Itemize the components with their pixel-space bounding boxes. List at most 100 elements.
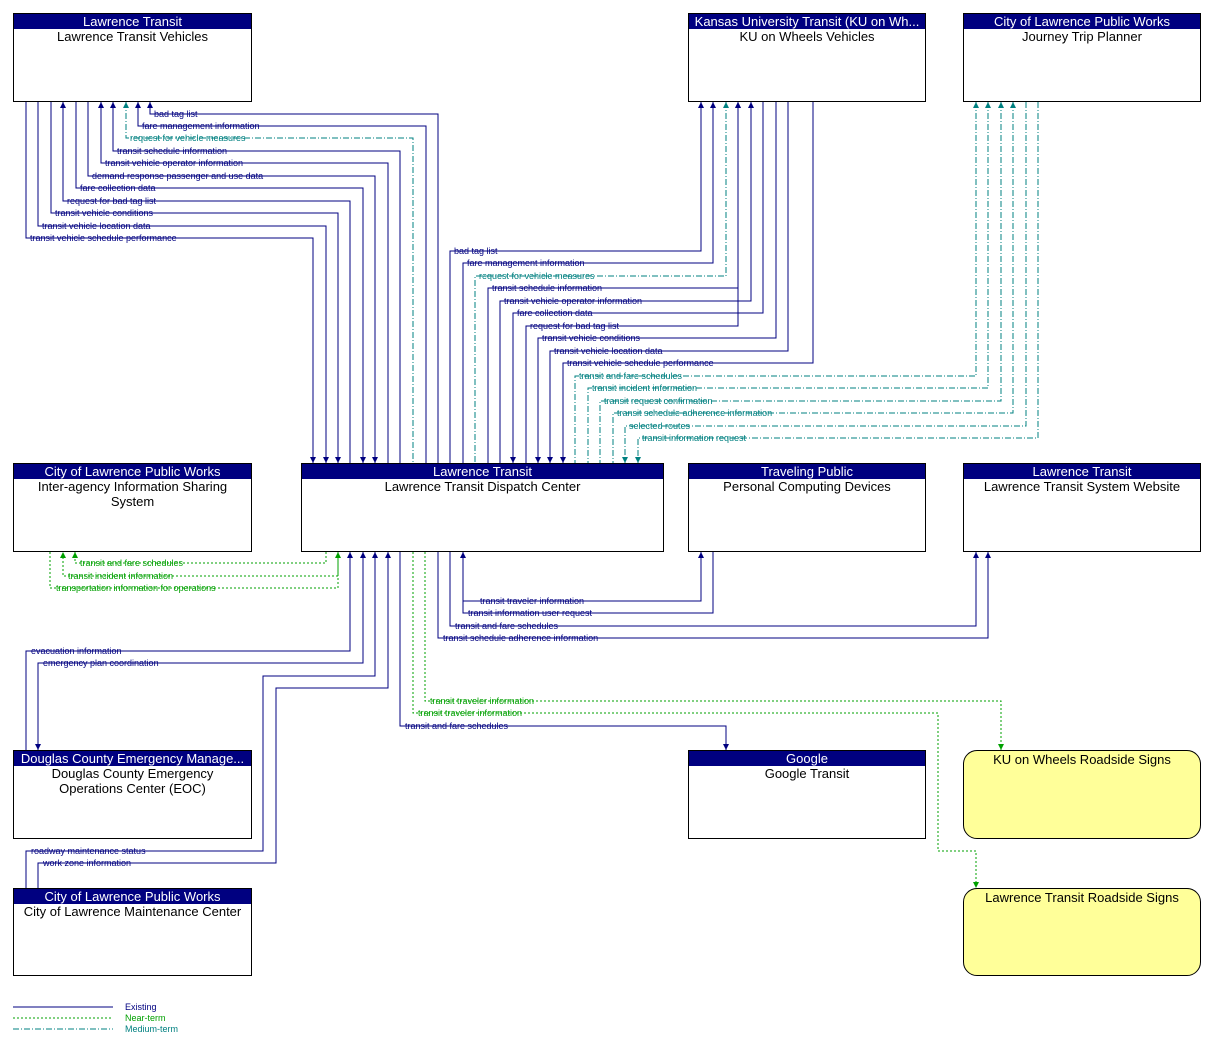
- flow-label: transit and fare schedules: [80, 558, 184, 568]
- flow-label: request for vehicle measures: [479, 271, 595, 281]
- flow-line[interactable]: [474, 102, 727, 463]
- flow-label: transit vehicle operator information: [105, 158, 243, 168]
- element-journey-trip-planner[interactable]: City of Lawrence Public Works Journey Tr…: [963, 13, 1201, 102]
- flow-arrowhead: [547, 457, 553, 463]
- flow-label: demand response passenger and use data: [92, 171, 263, 181]
- flow-arrowhead: [123, 102, 129, 108]
- flow-line[interactable]: [62, 102, 351, 463]
- element-name: KU on Wheels Vehicles: [739, 29, 875, 44]
- element-ku-on-wheels-vehicles[interactable]: Kansas University Transit (KU on Wh... K…: [688, 13, 926, 102]
- flow-label: transit schedule information: [492, 283, 602, 293]
- flow-line[interactable]: [512, 102, 764, 463]
- flow-line[interactable]: [462, 102, 714, 463]
- flow-arrowhead: [973, 882, 979, 888]
- flow-line[interactable]: [449, 102, 702, 463]
- flow-arrowhead: [360, 552, 366, 558]
- flow-arrowhead: [698, 102, 704, 108]
- flow-line[interactable]: [37, 552, 389, 888]
- element-personal-computing-devices[interactable]: Traveling Public Personal Computing Devi…: [688, 463, 926, 552]
- flow-label: transit and fare schedules: [405, 721, 509, 731]
- flow-line[interactable]: [75, 102, 364, 463]
- element-ku-on-wheels-roadside-signs[interactable]: KU on Wheels Roadside Signs: [963, 750, 1201, 839]
- flow-arrowhead: [723, 744, 729, 750]
- element-name: Lawrence Transit Dispatch Center: [384, 479, 581, 494]
- flow-line[interactable]: [587, 102, 989, 463]
- flow-line[interactable]: [549, 102, 789, 463]
- flow-label: transit and fare schedules: [579, 371, 683, 381]
- flow-line[interactable]: [50, 102, 339, 463]
- flow-label: evacuation information: [31, 646, 122, 656]
- flow-arrowhead: [735, 102, 741, 108]
- flow-line[interactable]: [37, 102, 327, 463]
- flow-line[interactable]: [437, 552, 989, 639]
- element-lawrence-transit-vehicles[interactable]: Lawrence Transit Lawrence Transit Vehicl…: [13, 13, 252, 102]
- flow-line[interactable]: [149, 102, 439, 463]
- flow-arrowhead: [748, 102, 754, 108]
- flow-label: fare collection data: [80, 183, 156, 193]
- element-lawrence-transit-dispatch-center[interactable]: Lawrence Transit Lawrence Transit Dispat…: [301, 463, 664, 552]
- flow-arrowhead: [535, 457, 541, 463]
- flow-label: emergency plan coordination: [43, 658, 159, 668]
- element-name: KU on Wheels Roadside Signs: [993, 752, 1171, 767]
- flow-line[interactable]: [25, 552, 351, 750]
- flow-line[interactable]: [624, 102, 1027, 463]
- flow-arrowhead: [323, 457, 329, 463]
- element-douglas-county-eoc[interactable]: Douglas County Emergency Manage... Dougl…: [13, 750, 252, 839]
- flow-label: transit vehicle conditions: [55, 208, 154, 218]
- flow-line[interactable]: [499, 102, 752, 463]
- flow-line[interactable]: [424, 552, 1002, 750]
- element-name: City of Lawrence Maintenance Center: [23, 904, 242, 919]
- flow-line[interactable]: [125, 102, 414, 463]
- element-name: Inter-agency Information Sharing System: [37, 479, 228, 509]
- flow-line[interactable]: [25, 102, 314, 463]
- flow-label: transit vehicle location data: [554, 346, 663, 356]
- flow-line[interactable]: [399, 552, 727, 750]
- element-name: Journey Trip Planner: [1022, 29, 1142, 44]
- flow-line[interactable]: [412, 552, 977, 888]
- flow-label: transit schedule adherence information: [617, 408, 772, 418]
- flow-arrowhead: [723, 102, 729, 108]
- element-header: Traveling Public: [689, 464, 925, 479]
- flow-label: selected routes: [629, 421, 691, 431]
- flow-line[interactable]: [462, 552, 702, 602]
- flow-arrowhead: [635, 457, 641, 463]
- flow-line[interactable]: [100, 102, 389, 463]
- flow-line[interactable]: [25, 552, 376, 888]
- element-name: Lawrence Transit Roadside Signs: [985, 890, 1179, 905]
- flow-line[interactable]: [562, 102, 814, 463]
- flow-line[interactable]: [87, 102, 376, 463]
- flow-arrowhead: [998, 744, 1004, 750]
- flow-arrowhead: [347, 552, 353, 558]
- flow-line[interactable]: [574, 102, 977, 463]
- flow-label: transit vehicle location data: [42, 221, 151, 231]
- element-header: Lawrence Transit: [964, 464, 1200, 479]
- element-google-transit[interactable]: Google Google Transit: [688, 750, 926, 839]
- flow-line[interactable]: [537, 102, 777, 463]
- flow-line[interactable]: [449, 552, 977, 627]
- flow-line[interactable]: [137, 102, 427, 463]
- element-inter-agency-info-sharing[interactable]: City of Lawrence Public Works Inter-agen…: [13, 463, 252, 552]
- flow-label: transit and fare schedules: [455, 621, 559, 631]
- flow-arrowhead: [698, 552, 704, 558]
- element-lawrence-transit-system-website[interactable]: Lawrence Transit Lawrence Transit System…: [963, 463, 1201, 552]
- flow-line[interactable]: [37, 552, 364, 750]
- flow-label: transit traveler information: [418, 708, 522, 718]
- flow-arrowhead: [973, 552, 979, 558]
- flow-arrowhead: [60, 102, 66, 108]
- flow-line[interactable]: [462, 552, 714, 614]
- flow-line[interactable]: [49, 552, 339, 589]
- flow-line[interactable]: [112, 102, 401, 463]
- element-name: Lawrence Transit System Website: [983, 479, 1181, 494]
- flow-label: transit incident information: [68, 571, 173, 581]
- flow-line[interactable]: [599, 102, 1002, 463]
- flow-label: transit information user request: [468, 608, 593, 618]
- flow-line[interactable]: [525, 102, 739, 463]
- flow-line[interactable]: [74, 552, 327, 564]
- element-city-of-lawrence-maintenance-center[interactable]: City of Lawrence Public Works City of La…: [13, 888, 252, 976]
- flow-arrowhead: [385, 552, 391, 558]
- element-lawrence-transit-roadside-signs[interactable]: Lawrence Transit Roadside Signs: [963, 888, 1201, 976]
- flow-line[interactable]: [612, 102, 1014, 463]
- flow-label: request for bad tag list: [530, 321, 620, 331]
- legend-label: Near-term: [125, 1013, 166, 1023]
- flow-line[interactable]: [637, 102, 1039, 463]
